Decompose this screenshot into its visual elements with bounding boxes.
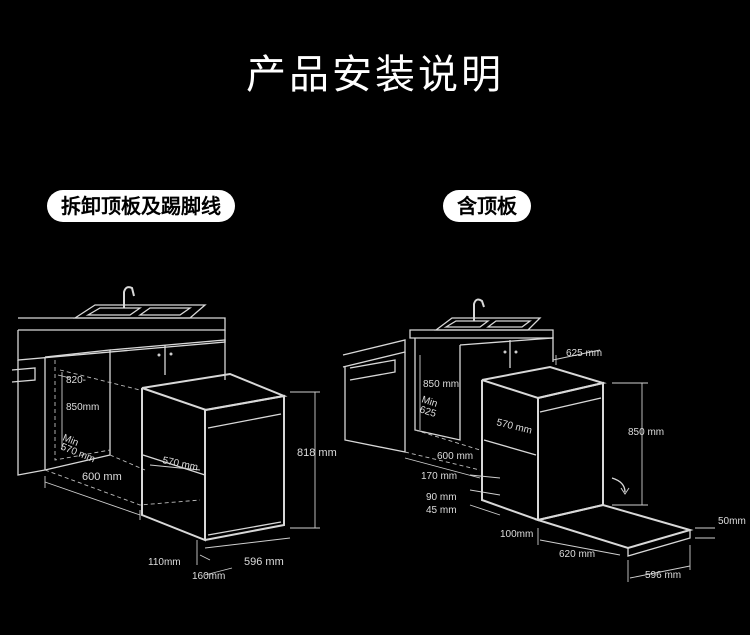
label-depth-right: 570 mm (495, 417, 533, 436)
label-gap1: 170 mm (421, 471, 457, 482)
label-height-right: 850 mm (628, 427, 664, 438)
label-height-cab: 850 mm (423, 379, 459, 390)
open-door (534, 503, 694, 550)
label-width: 596 mm (244, 556, 284, 568)
label-gap2: 90 mm (426, 492, 457, 503)
right-dishwasher (481, 365, 694, 557)
label-min-b: 570 mm (59, 442, 97, 466)
label-height: 818 mm (297, 447, 337, 459)
badge-remove-top: 拆卸顶板及踢脚线 (47, 190, 235, 222)
right-kitchen-diagram (342, 298, 715, 582)
label-cabinet-width: 600 mm (82, 471, 122, 483)
label-min-a-right: Min (420, 394, 439, 409)
label-door-depth: 620 mm (559, 549, 595, 560)
label-depth: 570 mm (161, 455, 199, 473)
label-door-thick: 50mm (718, 516, 746, 527)
left-dishwasher (141, 372, 288, 542)
label-top-depth: 625 mm (566, 348, 602, 359)
label-cabinet-width-right: 600 mm (437, 451, 473, 462)
left-kitchen-diagram (11, 286, 320, 576)
left-dimension-labels: 820- 850mm Min 570 mm 600 mm 570 mm 818 … (59, 375, 337, 582)
sink-icon (434, 298, 542, 331)
label-toe-depth: 160mm (192, 571, 225, 582)
right-countertop (409, 329, 554, 339)
right-dimension-labels: 625 mm 850 mm Min 625 570 mm 850 mm 600 … (418, 348, 746, 581)
label-width-right: 596 mm (645, 570, 681, 581)
label-gap3: 45 mm (426, 505, 457, 516)
label-min-b-right: 625 (418, 404, 438, 420)
left-countertop (18, 317, 226, 331)
label-toe: 110mm (148, 557, 181, 568)
page-title: 产品安装说明 (246, 52, 504, 98)
label-height-range-a: 820- (66, 375, 86, 386)
label-plinth: 100mm (500, 529, 533, 540)
badge-with-top: 含顶板 (443, 190, 531, 222)
label-height-range-b: 850mm (66, 402, 99, 413)
left-cabinet (17, 357, 46, 476)
sink-icon (72, 286, 207, 319)
